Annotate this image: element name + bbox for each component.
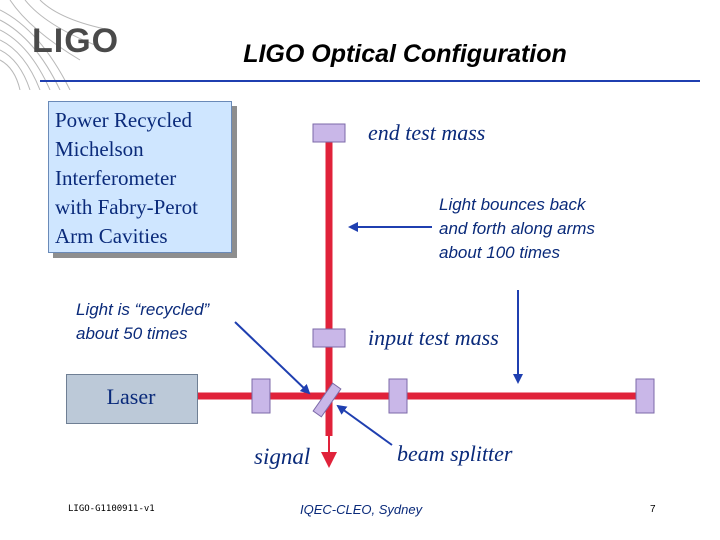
beam-splitter-label: beam splitter <box>397 441 513 466</box>
end-test-mass-mirror <box>312 123 346 143</box>
recycled-line: about 50 times <box>76 324 188 343</box>
input-test-mass-label: input test mass <box>368 325 499 350</box>
recycling-mirror <box>251 378 271 414</box>
beam-splitter <box>312 382 342 418</box>
page-number: 7 <box>650 504 656 515</box>
bounce-line: about 100 times <box>439 243 560 262</box>
signal-label: signal <box>254 444 311 469</box>
laser-box <box>66 374 198 424</box>
info-line: Interferometer <box>55 166 177 190</box>
recycled-line: Light is “recycled” <box>76 300 210 319</box>
bounce-line: and forth along arms <box>439 219 595 238</box>
conference-name: IQEC-CLEO, Sydney <box>300 502 423 517</box>
beam-splitter-arrow <box>336 404 393 446</box>
configuration-info-text: Power Recycled Michelson Interferometer … <box>55 106 235 251</box>
recycled-arrow <box>234 321 311 395</box>
document-id: LIGO-G1100911-v1 <box>68 504 155 514</box>
bounce-line: Light bounces back <box>439 195 586 214</box>
input-test-mass-mirror <box>312 328 346 348</box>
header-divider <box>40 80 700 82</box>
info-line: Arm Cavities <box>55 224 168 248</box>
slide-title: LIGO Optical Configuration <box>243 40 567 68</box>
logo-wave-graphic <box>0 0 111 90</box>
end-test-mass-label: end test mass <box>368 120 486 145</box>
horizontal-input-mirror <box>388 378 408 414</box>
bounce-label: Light bounces back and forth along arms … <box>439 193 639 265</box>
signal-arrowhead <box>321 452 337 468</box>
info-line: with Fabry-Perot <box>55 195 198 219</box>
info-line: Michelson <box>55 137 144 161</box>
recycled-label: Light is “recycled” about 50 times <box>76 298 276 346</box>
ligo-logo: LIGO <box>32 22 120 60</box>
info-line: Power Recycled <box>55 108 193 132</box>
configuration-info-box <box>48 101 232 253</box>
horizontal-end-mirror <box>635 378 655 414</box>
laser-label: Laser <box>106 384 156 409</box>
